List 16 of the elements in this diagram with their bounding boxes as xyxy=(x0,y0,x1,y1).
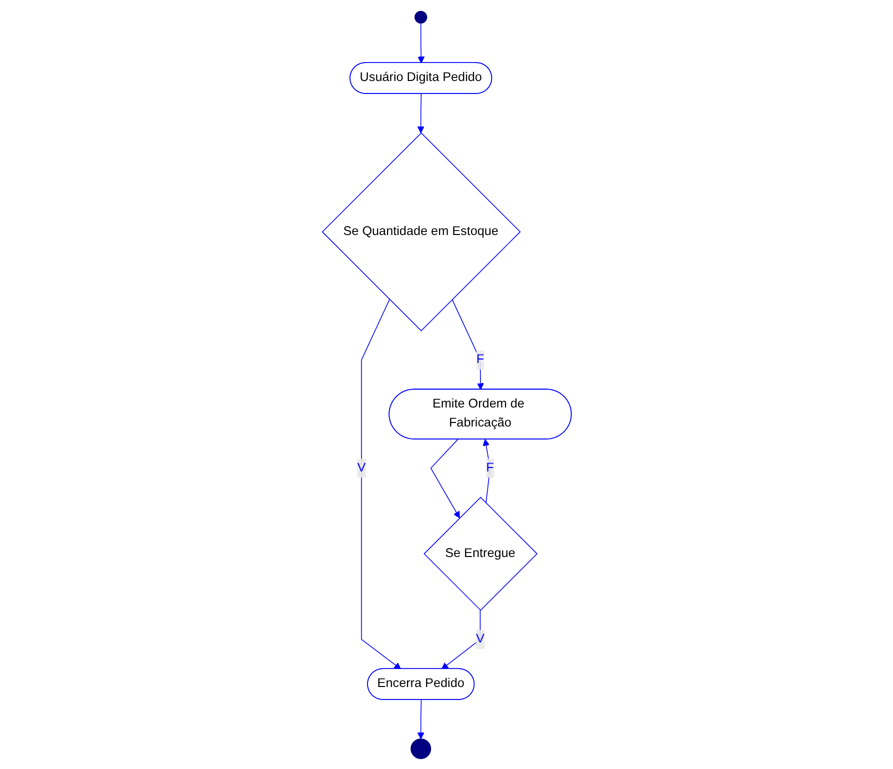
node-diamond: Se Quantidade em Estoque xyxy=(321,132,520,331)
arrow xyxy=(417,92,424,133)
arrow xyxy=(360,298,401,669)
edge-label: F xyxy=(486,460,494,474)
arrow xyxy=(430,438,460,518)
node-circle xyxy=(414,10,427,24)
edge-label: V xyxy=(476,632,484,646)
node-diamond: Se Entregue xyxy=(423,496,538,610)
arrow xyxy=(451,298,484,390)
arrow xyxy=(417,698,424,739)
edge-label: F xyxy=(476,352,484,366)
node-circle xyxy=(410,738,431,759)
arrow xyxy=(417,22,424,63)
edge-label: V xyxy=(356,460,366,474)
arrow xyxy=(441,609,480,669)
arrow xyxy=(482,438,490,504)
